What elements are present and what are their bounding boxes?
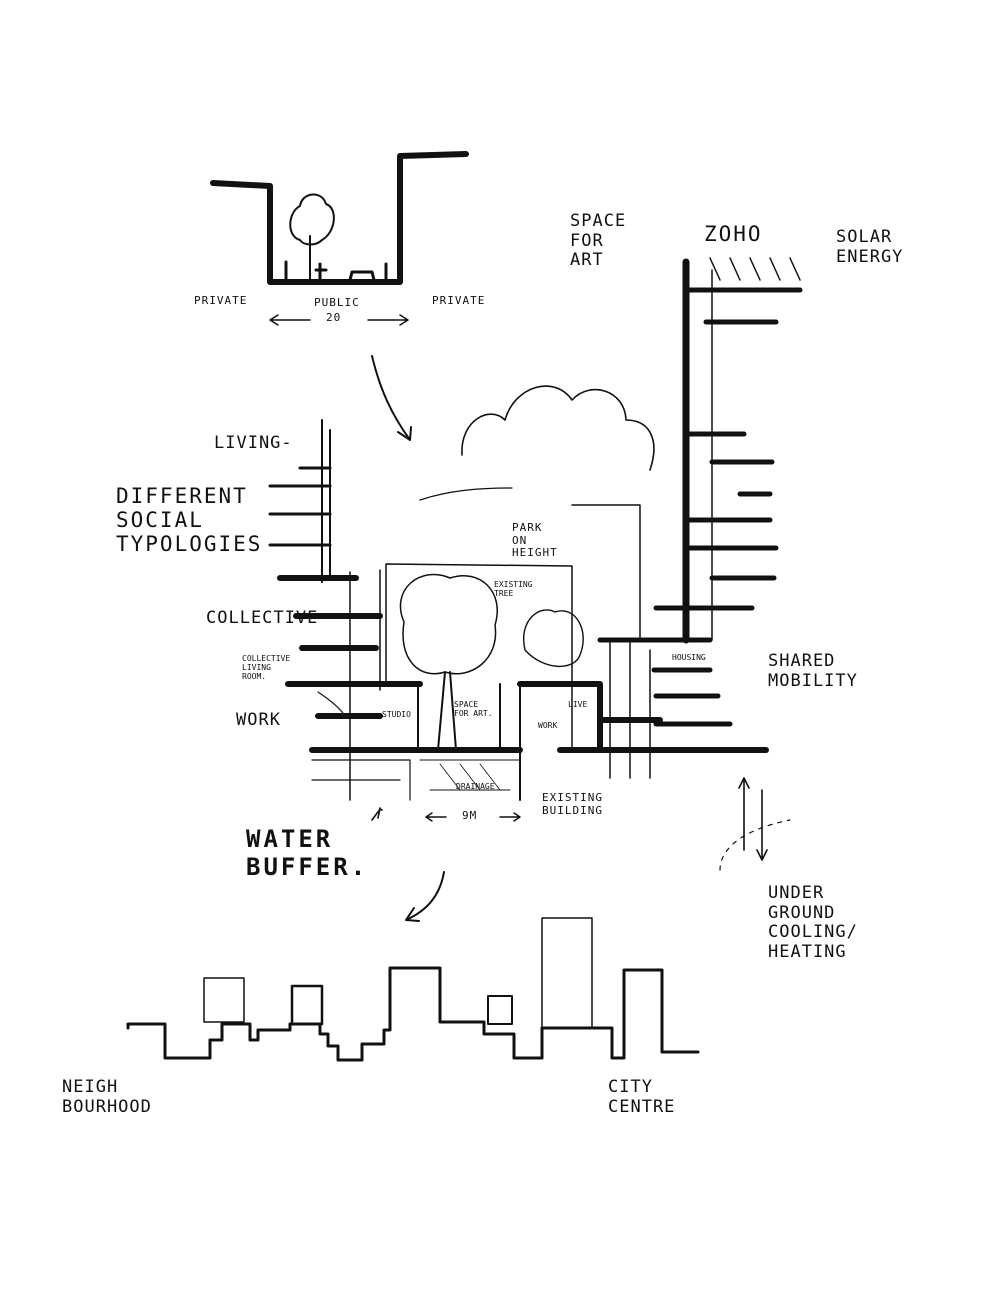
- label-neighbourhood: NEIGH BOURHOOD: [62, 1077, 152, 1117]
- cloud-outline: [461, 385, 655, 471]
- label-city-centre: CITY CENTRE: [608, 1077, 676, 1117]
- label-zoho: ZOHO: [704, 222, 763, 246]
- label-space-for-art-mid: SPACE FOR ART.: [454, 700, 493, 719]
- right-tower: [557, 257, 803, 779]
- living-tower-left: [268, 419, 523, 801]
- label-work: WORK: [236, 710, 281, 730]
- label-public: PUBLIC: [314, 296, 360, 309]
- label-water-buffer: WATER BUFFER.: [246, 825, 369, 881]
- label-private-left: PRIVATE: [194, 294, 248, 307]
- label-width-9m: 9M: [462, 809, 478, 822]
- dimension-arrows-mid: [371, 777, 791, 871]
- label-collective-living-room: COLLECTIVE LIVING ROOM.: [242, 654, 291, 682]
- label-live: LIVE: [568, 700, 588, 709]
- flow-arrow-bottom: [405, 871, 445, 922]
- label-park-on-height: PARK ON HEIGHT: [512, 521, 558, 560]
- label-private-right: PRIVATE: [432, 294, 486, 307]
- label-drainage: DRAINAGE: [456, 782, 495, 791]
- street-section-diagram: [210, 151, 469, 326]
- label-shared-mobility: SHARED MOBILITY: [768, 651, 858, 691]
- label-studio: STUDIO: [382, 710, 411, 719]
- label-work-small: WORK: [538, 721, 558, 730]
- label-underground-cooling-heating: UNDER GROUND COOLING/ HEATING: [768, 883, 858, 962]
- label-living: LIVING-: [214, 433, 293, 453]
- label-different-social-typologies: DIFFERENT SOCIAL TYPOLOGIES: [116, 484, 263, 557]
- flow-arrow-top: [371, 355, 412, 441]
- label-existing-building: EXISTING BUILDING: [542, 791, 603, 817]
- label-space-for-art-top: SPACE FOR ART: [570, 211, 627, 271]
- label-collective: COLLECTIVE: [206, 608, 319, 628]
- label-solar-energy: SOLAR ENERGY: [836, 227, 904, 267]
- label-housing: HOUSING: [672, 653, 706, 662]
- skyline-neighbourhood-to-city: [126, 917, 700, 1062]
- label-existing-tree: EXISTING TREE: [494, 580, 533, 599]
- label-width-20: 20: [326, 311, 342, 324]
